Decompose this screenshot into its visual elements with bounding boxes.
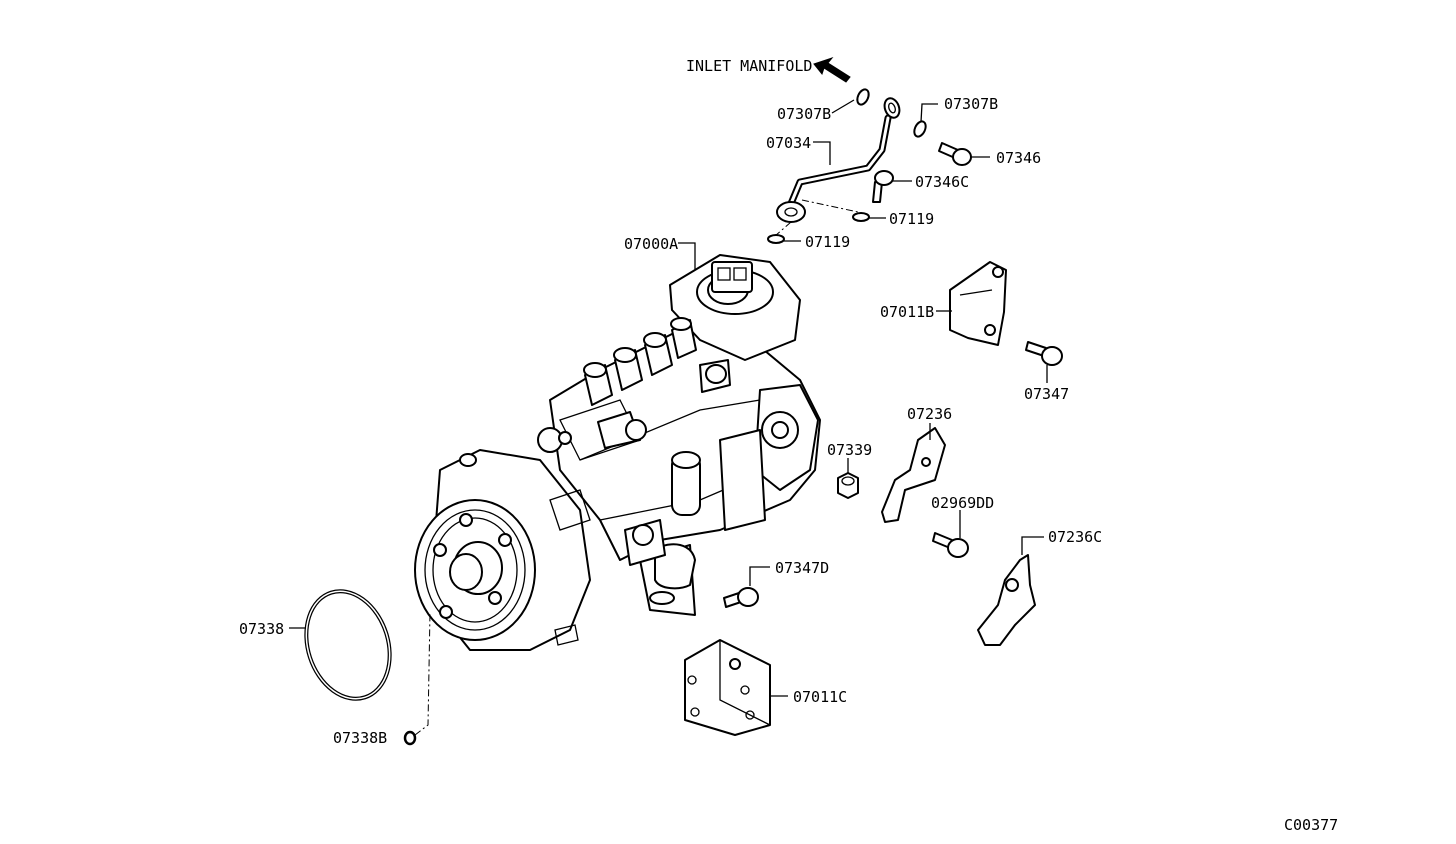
- injection-pump-assembly[interactable]: [414, 254, 821, 651]
- callout-07034: 07034: [766, 134, 811, 152]
- plate-07236C[interactable]: [977, 554, 1036, 646]
- figure-code: C00377: [1284, 816, 1338, 834]
- fuel-pipe[interactable]: [776, 96, 902, 223]
- o-ring-07338B[interactable]: [403, 730, 417, 746]
- bolt-02969DD[interactable]: [932, 532, 969, 558]
- callout-07236: 07236: [907, 405, 952, 423]
- callout-07338: 07338: [239, 620, 284, 638]
- callout-07338B: 07338B: [333, 729, 387, 747]
- washer-07307B-left[interactable]: [855, 88, 871, 107]
- callout-07346C: 07346C: [915, 173, 969, 191]
- bolt-07347D[interactable]: [723, 587, 759, 608]
- lever-07236[interactable]: [881, 427, 946, 523]
- o-ring-07338[interactable]: [293, 580, 403, 709]
- callout-07347: 07347: [1024, 385, 1069, 403]
- washer-07307B-right[interactable]: [912, 120, 928, 139]
- callout-07347D: 07347D: [775, 559, 829, 577]
- bracket-07011C[interactable]: [684, 639, 771, 736]
- callout-02969DD: 02969DD: [931, 494, 994, 512]
- bolt-07347[interactable]: [1025, 341, 1063, 366]
- callout-07307B-left: 07307B: [777, 105, 831, 123]
- inlet-manifold-label: INLET MANIFOLD: [686, 57, 812, 75]
- callout-07011C: 07011C: [793, 688, 847, 706]
- callout-07236C: 07236C: [1048, 528, 1102, 546]
- callout-07000A: 07000A: [624, 235, 678, 253]
- banjo-bolt-07346[interactable]: [938, 142, 972, 166]
- callout-07119-lower: 07119: [805, 233, 850, 251]
- callout-07307B-right: 07307B: [944, 95, 998, 113]
- seal-07119-upper[interactable]: [852, 212, 870, 222]
- inlet-direction-arrow: [813, 56, 851, 83]
- callout-07119-upper: 07119: [889, 210, 934, 228]
- callout-07339: 07339: [827, 441, 872, 459]
- nut-07339[interactable]: [837, 472, 859, 499]
- bracket-07011B[interactable]: [949, 261, 1007, 346]
- seal-07119-lower[interactable]: [767, 234, 785, 244]
- leader-lines: [289, 99, 1048, 697]
- callout-07346: 07346: [996, 149, 1041, 167]
- banjo-bolt-07346C[interactable]: [872, 170, 894, 203]
- callout-07011B: 07011B: [880, 303, 934, 321]
